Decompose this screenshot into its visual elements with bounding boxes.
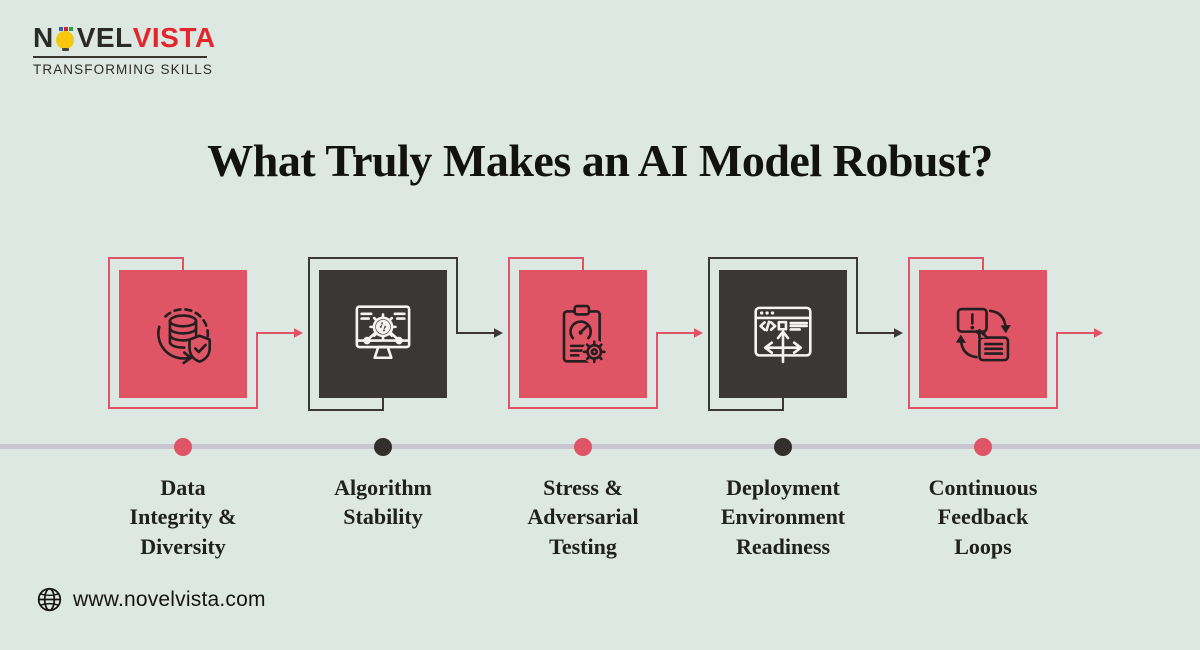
- timeline-dot-4: [774, 438, 792, 456]
- step-card-deployment-readiness: [719, 270, 847, 398]
- timeline-dot-3: [574, 438, 592, 456]
- arrow-right-icon: [1094, 328, 1103, 338]
- page-title: What Truly Makes an AI Model Robust?: [207, 135, 993, 186]
- footer: www.novelvista.com: [36, 586, 266, 613]
- globe-icon: [37, 587, 62, 612]
- step-card-data-integrity: [119, 270, 247, 398]
- website-url: www.novelvista.com: [73, 587, 266, 611]
- novelvista-logo: N VEL VISTA TRANSFORMING SKILLS: [33, 24, 216, 77]
- timeline-dot-1: [174, 438, 192, 456]
- step-label-stress-testing: Stress & Adversarial Testing: [527, 475, 639, 559]
- timeline-track: [0, 444, 1200, 449]
- logo-tagline: TRANSFORMING SKILLS: [33, 62, 213, 77]
- logo-text-vel: VEL: [76, 22, 133, 53]
- arrow-right-icon: [494, 328, 503, 338]
- step-label-feedback-loops: Continuous Feedback Loops: [928, 475, 1038, 559]
- timeline-dot-5: [974, 438, 992, 456]
- arrow-right-icon: [894, 328, 903, 338]
- monitor-gear-icon: [355, 305, 411, 360]
- step-label-data-integrity: Data Integrity & Diversity: [129, 475, 237, 559]
- step-card-algorithm-stability: [319, 270, 447, 398]
- arrow-right-icon: [694, 328, 703, 338]
- clipboard-gauge-gear-icon: [562, 304, 607, 364]
- arrow-right-icon: [294, 328, 303, 338]
- database-shield-icon: [157, 307, 212, 365]
- step-label-algorithm-stability: Algorithm Stability: [334, 475, 432, 530]
- logo-divider: [33, 56, 207, 58]
- browser-deploy-arrows-icon: [754, 306, 812, 364]
- step-card-stress-testing: [519, 270, 647, 398]
- logo-text-vista: VISTA: [132, 22, 216, 53]
- feedback-bubbles-cycle-icon: [955, 307, 1011, 362]
- lightbulb-icon: [55, 24, 76, 52]
- logo-wordmark: N VEL VISTA: [33, 24, 216, 52]
- step-card-feedback-loops: [919, 270, 1047, 398]
- step-label-deployment-readiness: Deployment Environment Readiness: [720, 475, 846, 559]
- timeline-dot-2: [374, 438, 392, 456]
- logo-text-n: N: [33, 22, 54, 53]
